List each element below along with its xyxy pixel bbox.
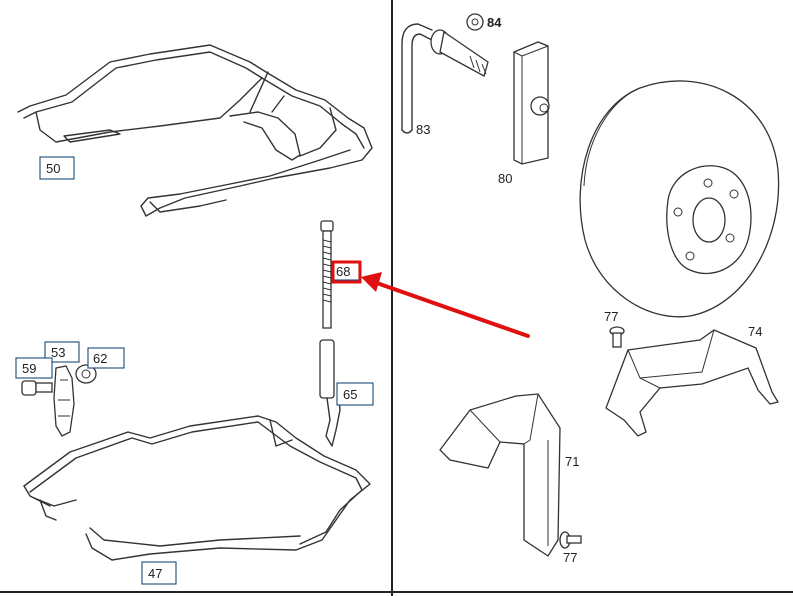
callout-47[interactable]: 47: [141, 561, 177, 585]
svg-text:68: 68: [336, 264, 350, 279]
svg-text:53: 53: [51, 345, 65, 360]
label-84: 84: [487, 15, 502, 30]
callout-62[interactable]: 62: [87, 347, 125, 369]
svg-text:47: 47: [148, 566, 162, 581]
bolt-84: [430, 13, 489, 77]
label-74: 74: [748, 324, 762, 339]
label-80: 80: [498, 171, 512, 186]
callout-68[interactable]: 68: [332, 261, 360, 281]
svg-text:65: 65: [343, 387, 357, 402]
bolt-59: [21, 380, 53, 396]
label-77-lower: 77: [563, 550, 577, 565]
callout-65[interactable]: 65: [336, 382, 374, 406]
wire-frame-50: [17, 44, 373, 217]
label-83: 83: [416, 122, 430, 137]
rivet-77-upper: [609, 326, 625, 348]
svg-text:59: 59: [22, 361, 36, 376]
callout-53[interactable]: 53: [44, 341, 80, 363]
highlight-box-68: [331, 260, 362, 284]
bracket-80: [513, 41, 550, 165]
sleeve-hook-65: [319, 339, 341, 447]
svg-text:62: 62: [93, 351, 107, 366]
callout-59[interactable]: 59: [15, 357, 53, 379]
clip-53: [53, 365, 75, 437]
nut-62: [75, 364, 97, 384]
cradle-74: [605, 329, 780, 437]
label-71: 71: [565, 454, 579, 469]
threaded-rod-68: [320, 220, 334, 329]
wire-frame-47: [23, 415, 371, 561]
l-bolt-83: [401, 23, 433, 134]
pointer-arrow: [361, 272, 530, 338]
strap-71: [439, 393, 561, 557]
svg-text:50: 50: [46, 161, 60, 176]
callout-50[interactable]: 50: [39, 156, 75, 180]
rivet-77-lower: [559, 531, 582, 549]
spare-wheel: [579, 80, 780, 318]
label-77-upper: 77: [604, 309, 618, 324]
